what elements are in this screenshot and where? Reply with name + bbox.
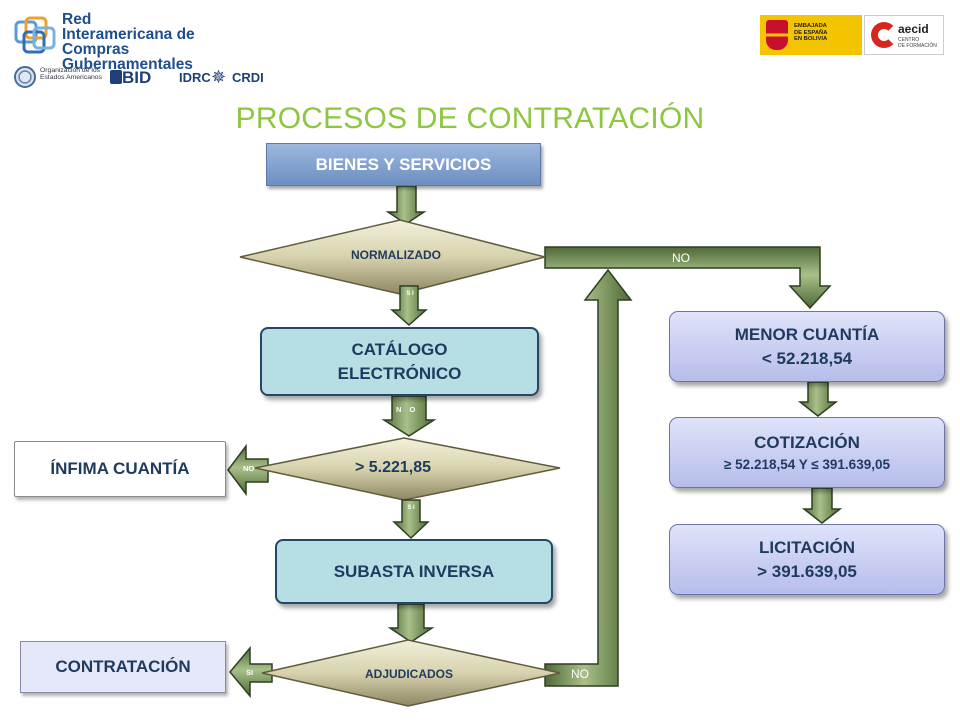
box-menor-cuantia: MENOR CUANTÍA < 52.218,54 <box>669 311 945 382</box>
arrow-no-to-menor-cuantia <box>544 246 832 310</box>
decision-adjudicados-label: ADJUDICADOS <box>364 667 453 681</box>
arrow-start-to-normalizado <box>385 185 427 225</box>
aecid-logo: aecid CENTRO DE FORMACIÓN <box>864 15 944 55</box>
cotizacion-line-1: COTIZACIÓN <box>754 432 860 452</box>
arrow-subasta-to-adjudicados <box>387 603 435 643</box>
label-no-normalizado: NO <box>672 251 690 265</box>
spain-line-3: EN BOLIVIA <box>794 36 828 42</box>
idrc-logo: IDRC <box>179 70 211 85</box>
cotizacion-line-2: ≥ 52.218,54 Y ≤ 391.639,05 <box>724 456 890 472</box>
box-catalogo-electronico: CATÁLOGO ELECTRÓNICO <box>260 327 539 396</box>
arrow-si-to-subasta <box>392 499 430 540</box>
label-si-cuantia: S I <box>407 505 415 511</box>
diamond-adjudicados <box>261 639 561 707</box>
spain-shield-icon <box>766 20 788 50</box>
aecid-ring-icon <box>871 22 897 48</box>
ricg-name: Red Interamericana de Compras Gubernamen… <box>62 11 254 73</box>
aecid-name: aecid <box>898 22 929 36</box>
ricg-line-3: Compras Gubernamentales <box>62 41 193 73</box>
aecid-subtitle: CENTRO DE FORMACIÓN <box>898 37 942 49</box>
bid-logo: BID <box>122 68 152 87</box>
spain-embassy-name: EMBAJADA DE ESPAÑA EN BOLIVIA <box>794 23 860 43</box>
ricg-squares-icon <box>14 16 56 54</box>
ricg-line-2: Interamericana de <box>62 26 195 43</box>
sponsor-logos: Organización de los Estados Americanos B… <box>14 66 274 90</box>
licitacion-line-2: > 391.639,05 <box>757 561 857 581</box>
box-licitacion: LICITACIÓN > 391.639,05 <box>669 524 945 595</box>
arrow-menor-to-cotizacion <box>797 381 839 417</box>
decision-cuantia-label: > 5.221,85 <box>354 459 432 476</box>
spain-line-1: EMBAJADA <box>794 23 827 29</box>
box-cotizacion: COTIZACIÓN ≥ 52.218,54 Y ≤ 391.639,05 <box>669 417 945 488</box>
arrow-no-loop-up <box>544 268 633 687</box>
diamond-cuantia <box>254 437 561 501</box>
catalogo-line-1: CATÁLOGO <box>351 339 448 359</box>
arrow-no-to-infima <box>227 443 269 497</box>
box-infima-cuantia: ÍNFIMA CUANTÍA <box>14 441 226 497</box>
arrow-cotizacion-to-licitacion <box>801 487 843 524</box>
oea-line-1: Organización de los <box>40 67 101 74</box>
ricg-line-1: Red <box>62 11 92 28</box>
catalogo-line-2: ELECTRÓNICO <box>337 363 462 383</box>
arrow-si-to-catalogo <box>390 285 428 327</box>
aecid-sub-1: CENTRO <box>898 37 920 43</box>
menor-line-2: < 52.218,54 <box>761 348 853 368</box>
bid-mark-icon <box>110 70 122 84</box>
arrow-no-to-cuantia <box>381 395 437 437</box>
start-box-bienes-servicios: BIENES Y SERVICIOS <box>266 143 541 186</box>
label-no-adjudicados: NO <box>571 667 589 681</box>
label-no-infima: NO <box>243 464 255 473</box>
licitacion-line-1: LICITACIÓN <box>758 537 855 557</box>
arrow-si-to-contratacion <box>229 645 273 699</box>
spain-embassy-logo: EMBAJADA DE ESPAÑA EN BOLIVIA <box>760 15 862 55</box>
crdi-logo: CRDI <box>232 70 264 85</box>
oea-name: Organización de los Estados Americanos <box>40 67 102 81</box>
box-contratacion: CONTRATACIÓN <box>20 641 226 693</box>
aecid-sub-2: DE FORMACIÓN <box>898 42 937 49</box>
box-subasta-inversa: SUBASTA INVERSA <box>275 539 553 604</box>
menor-line-1: MENOR CUANTÍA <box>734 324 880 344</box>
diamond-normalizado <box>239 219 546 295</box>
spain-line-2: DE ESPAÑA <box>794 29 828 36</box>
oea-seal-icon <box>14 66 36 88</box>
ricg-logo: Red Interamericana de Compras Gubernamen… <box>14 12 254 72</box>
label-si-normalizado: S I <box>406 291 414 297</box>
page-title: PROCESOS DE CONTRATACIÓN <box>235 102 705 135</box>
label-si-contratacion: SI <box>246 668 254 677</box>
label-no-catalogo: N O <box>396 405 419 414</box>
oea-line-2: Estados Americanos <box>40 74 102 81</box>
decision-normalizado-label: NORMALIZADO <box>351 248 441 262</box>
idrc-star-icon: ✵ <box>211 67 227 87</box>
